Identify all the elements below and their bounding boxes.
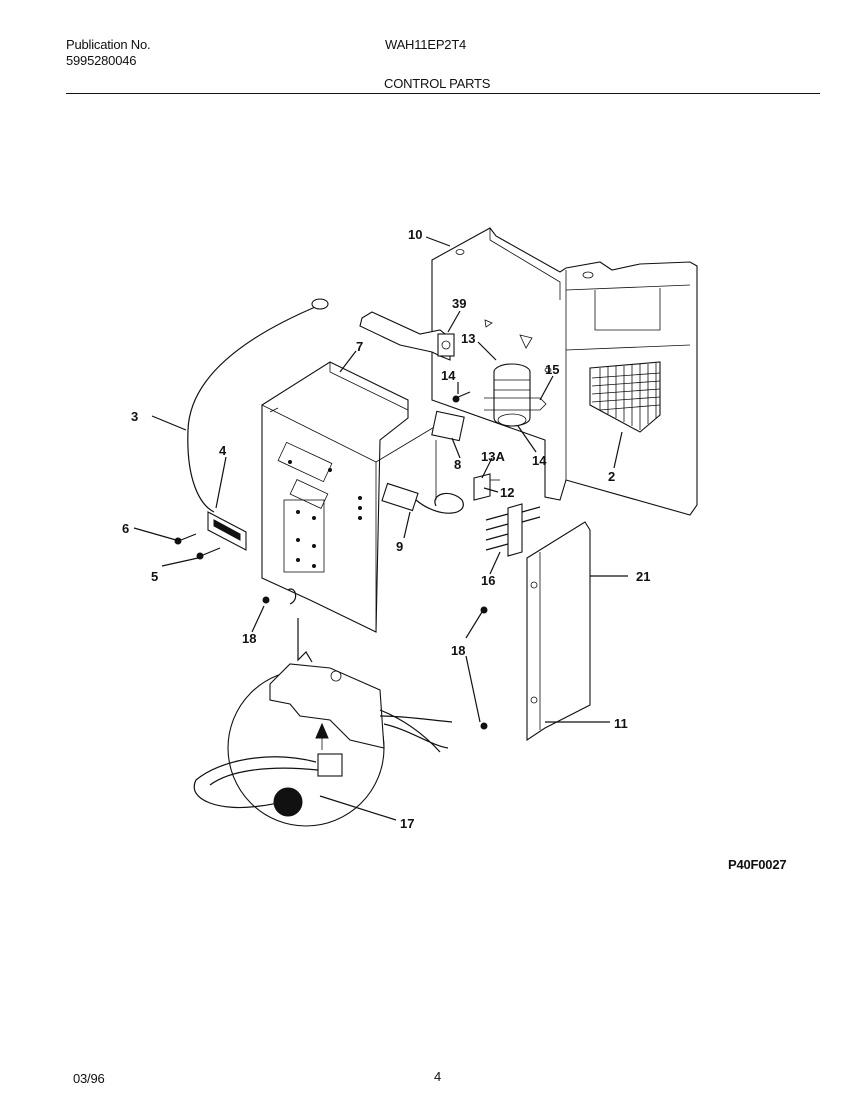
callout-18-right: 18 [451, 643, 465, 658]
thermostat-part-9 [381, 482, 464, 514]
callout-18-left: 18 [242, 631, 256, 646]
callout-5: 5 [151, 569, 158, 584]
cover-part-21 [526, 521, 591, 742]
callout-3: 3 [131, 409, 138, 424]
callout-13a: 13A [481, 449, 505, 464]
header-rule [66, 93, 820, 94]
model-number: WAH11EP2T4 [385, 37, 467, 52]
callout-14-top: 14 [441, 368, 456, 383]
bracket-part-39 [359, 311, 455, 361]
relay-part-12 [473, 473, 500, 501]
callout-4: 4 [219, 443, 227, 458]
callout-labels: 10 39 7 13 14 15 3 4 6 5 8 9 13A 12 14 2… [122, 227, 650, 831]
callout-14-right: 14 [532, 453, 547, 468]
callout-13: 13 [461, 331, 475, 346]
callout-39: 39 [452, 296, 466, 311]
callout-10: 10 [408, 227, 422, 242]
publication-number: 5995280046 [66, 53, 137, 68]
callout-16: 16 [481, 573, 495, 588]
section-title: CONTROL PARTS [384, 76, 491, 91]
control-housing-part-7 [261, 361, 437, 633]
callout-2: 2 [608, 469, 615, 484]
publication-label: Publication No. [66, 37, 151, 52]
capacitor-part-13 [484, 363, 547, 427]
callout-21: 21 [636, 569, 650, 584]
grille-part-2 [589, 361, 661, 433]
callout-12: 12 [500, 485, 514, 500]
leader-lines [133, 236, 628, 821]
heat-sink-part-16 [485, 503, 541, 557]
callout-7: 7 [356, 339, 363, 354]
figure-code: P40F0027 [728, 857, 787, 872]
switch-part-8 [431, 410, 465, 500]
power-cord-detail-part-17 [193, 618, 453, 827]
callout-11: 11 [614, 716, 628, 731]
screw-part-18 [262, 588, 488, 730]
footer-date: 03/96 [73, 1071, 105, 1086]
callout-6: 6 [122, 521, 129, 536]
screw-part-5 [196, 547, 221, 560]
screw-part-14 [452, 391, 471, 403]
callout-15: 15 [545, 362, 559, 377]
callout-17: 17 [400, 816, 414, 831]
screw-part-6 [174, 533, 197, 545]
ground-wire-part-3 [187, 298, 329, 513]
callout-8: 8 [454, 457, 461, 472]
page-number: 4 [434, 1069, 442, 1084]
control-bracket-part-10 [431, 227, 698, 516]
terminal-bracket-part-4 [207, 511, 247, 551]
callout-9: 9 [396, 539, 403, 554]
